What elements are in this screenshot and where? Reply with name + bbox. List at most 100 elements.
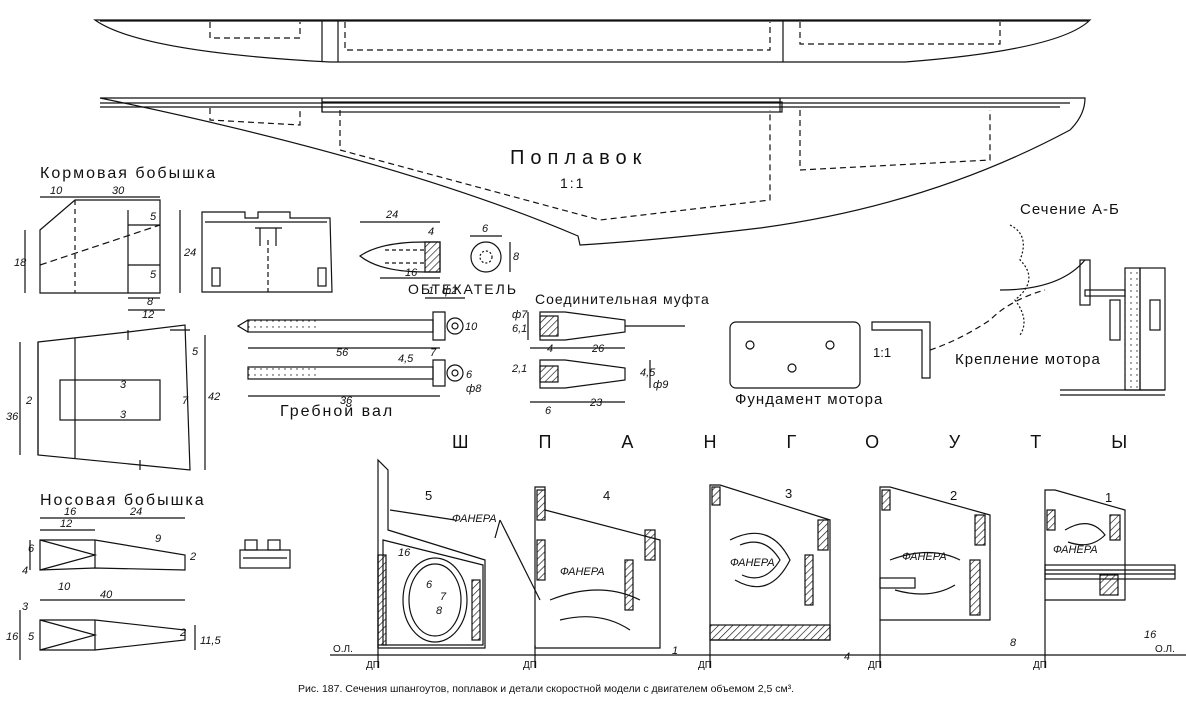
bow-block-end [239,539,291,569]
dim-n24: 24 [129,506,142,518]
dim-n12: 12 [60,518,72,530]
dim-g6: 6 [466,369,473,381]
dim-k24: 24 [183,247,196,259]
dim-m3a: 3 [120,379,127,391]
dim-n4: 4 [22,565,28,577]
dim-k12: 12 [142,309,154,321]
dim-o24: 24 [385,209,398,221]
dim-s21: 2,1 [511,363,527,375]
dim-k5a: 5 [150,211,157,223]
bow-block-plan [19,610,196,660]
dim-n16: 16 [64,506,77,518]
dim-g2: ф2 [442,285,457,297]
dim-g7: 7 [430,347,437,359]
dim-g10: 10 [465,321,478,333]
dim-h16: 16 [1144,629,1157,641]
float-side-view [99,97,1086,246]
spinner-title: ОБТЕКАТЕЛЬ [408,281,518,297]
dim-g45: 4,5 [398,353,414,365]
dim-s61: 6,1 [512,323,527,335]
dim-k18: 18 [14,257,27,269]
coupling-drawing [527,311,685,403]
dim-n10: 10 [58,581,71,593]
dim-g36: 36 [340,395,353,407]
dim-n16b: 16 [6,631,19,643]
float-top-view [93,19,1092,63]
dim-m3b: 3 [120,409,127,421]
dim-g56: 56 [336,347,349,359]
fanera-label-1: ФАНЕРА [1053,544,1098,556]
spinner-drawing [358,221,511,279]
dim-n40: 40 [100,589,113,601]
dim-f7: 7 [440,591,447,603]
dim-o6: 6 [482,223,489,235]
section-ab-drawing [999,224,1166,396]
ol-label-right: О.Л. [1155,644,1175,655]
motor-mount-plate [729,321,861,389]
frame-number-3: 3 [785,486,792,501]
dim-f6: 6 [426,579,433,591]
figure-caption: Рис. 187. Сечения шпангоутов, поплавок и… [298,683,794,695]
dp-label-1: ДП [1033,660,1047,671]
ol-label-left: О.Л. [333,644,353,655]
dim-m2: 2 [25,395,32,407]
dim-s45: 4,5 [640,367,656,379]
dim-k8: 8 [147,296,154,308]
fanera-label-3: ФАНЕРА [730,557,775,569]
dim-f16: 16 [398,547,411,559]
frame-number-1: 1 [1105,490,1112,505]
bow-block-side [29,517,186,601]
motor-mount-title: Фундамент мотора [735,391,883,408]
dim-o4: 4 [428,226,434,238]
fanera-label-2: ФАНЕРА [902,551,947,563]
prop-shaft-title: Гребной вал [280,403,394,420]
frame-1 [1044,489,1176,601]
dim-m36: 36 [6,411,19,423]
dim-g1: 1 [428,285,434,297]
dim-h4: 4 [844,651,850,663]
dim-k10: 10 [50,185,63,197]
dim-k5b: 5 [150,269,157,281]
dim-s9: ф9 [653,379,668,391]
motor-fixing-label: Крепление мотора [955,351,1101,368]
dim-s6: 6 [545,405,552,417]
dim-o16: 16 [405,267,418,279]
stern-block-side [24,196,181,311]
dim-n11: 11,5 [200,635,221,647]
dim-n5: 5 [28,631,35,643]
dim-s26: 26 [591,343,605,355]
block-plan-view [19,324,206,471]
bow-block-title: Носовая бобышка [40,492,206,509]
coupling-title: Соединительная муфта [535,291,710,307]
dp-label-5: ДП [366,660,380,671]
dim-n6: 6 [28,543,35,555]
dp-label-2: ДП [868,660,882,671]
dim-m7: 7 [182,395,189,407]
float-scale: 1:1 [560,175,585,191]
dim-h1: 1 [672,645,678,657]
dim-s23: 23 [589,397,603,409]
frame-number-4: 4 [603,488,610,503]
motor-mount-scale: 1:1 [873,345,891,360]
prop-shaft-drawing [236,297,465,397]
dim-m5: 5 [192,346,199,358]
dim-o8: 8 [513,251,520,263]
dim-h8: 8 [1010,637,1017,649]
frame-3 [709,484,831,641]
dim-s4: 4 [547,343,553,355]
dim-f8: 8 [436,605,443,617]
fanera-label-4: ФАНЕРА [560,566,605,578]
dim-n3: 3 [22,601,29,613]
frame-2 [879,486,991,621]
frame-number-2: 2 [950,488,957,503]
frames-title: ШПАНГОУТЫ [452,432,1186,452]
dim-g8: ф8 [466,383,482,395]
dp-label-4: ДП [523,660,537,671]
stern-block-title: Кормовая бобышка [40,165,217,182]
dim-m42: 42 [208,391,220,403]
frame-number-5: 5 [425,488,432,503]
stern-block-end [201,211,333,293]
motor-mount-angle [871,289,1046,379]
dim-n2b: 2 [179,627,186,639]
